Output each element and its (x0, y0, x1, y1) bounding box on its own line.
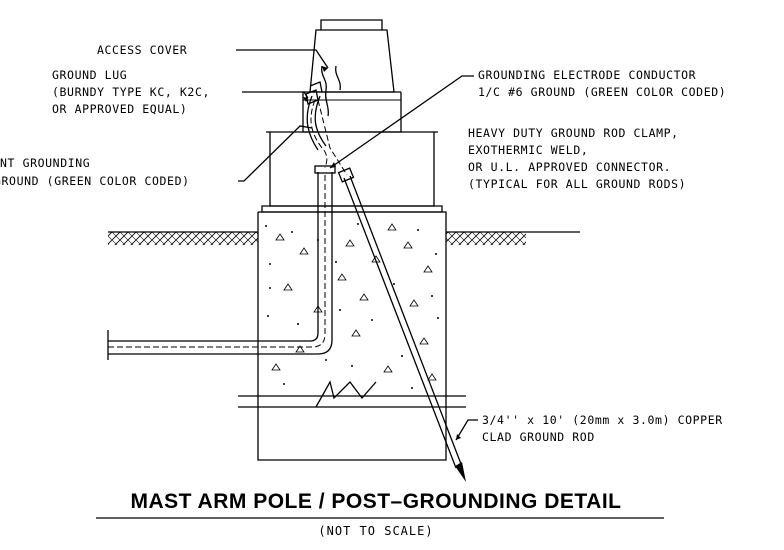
label-ground-lug-2: (BURNDY TYPE KC, K2C, (52, 85, 210, 99)
label-ground-lug-1: GROUND LUG (52, 68, 127, 82)
ground-lug (305, 81, 323, 105)
concrete-foundation (238, 205, 466, 461)
access-cover (321, 65, 341, 117)
label-rod-clamp-3: OR U.L. APPROVED CONNECTOR. (468, 160, 671, 174)
grounding-conductor (306, 95, 348, 176)
earth-grade (108, 231, 580, 245)
label-equipment-grounding-1: NT GROUNDING (0, 156, 90, 170)
label-rod-clamp-1: HEAVY DUTY GROUND ROD CLAMP, (468, 126, 679, 140)
drawing-subtitle: (NOT TO SCALE) (318, 524, 433, 538)
label-rod-clamp-4: (TYPICAL FOR ALL GROUND RODS) (468, 177, 686, 191)
conduit (107, 165, 336, 360)
concrete-aggregate (271, 223, 437, 381)
drawing-title: MAST ARM POLE / POST–GROUNDING DETAIL (130, 490, 621, 513)
label-rod-clamp-2: EXOTHERMIC WELD, (468, 143, 588, 157)
ground-rod (337, 167, 466, 482)
label-ground-rod-1: 3/4'' x 10' (20mm x 3.0m) COPPER (482, 413, 723, 427)
label-ground-rod-2: CLAD GROUND ROD (482, 430, 595, 444)
label-grounding-electrode-2: 1/C #6 GROUND (GREEN COLOR CODED) (478, 85, 726, 99)
label-ground-lug-3: OR APPROVED EQUAL) (52, 102, 187, 116)
label-access-cover: ACCESS COVER (97, 43, 187, 57)
leader-lines (236, 49, 478, 441)
label-equipment-grounding-2: GROUND (GREEN COLOR CODED) (0, 174, 190, 188)
label-grounding-electrode-1: GROUNDING ELECTRODE CONDUCTOR (478, 68, 696, 82)
